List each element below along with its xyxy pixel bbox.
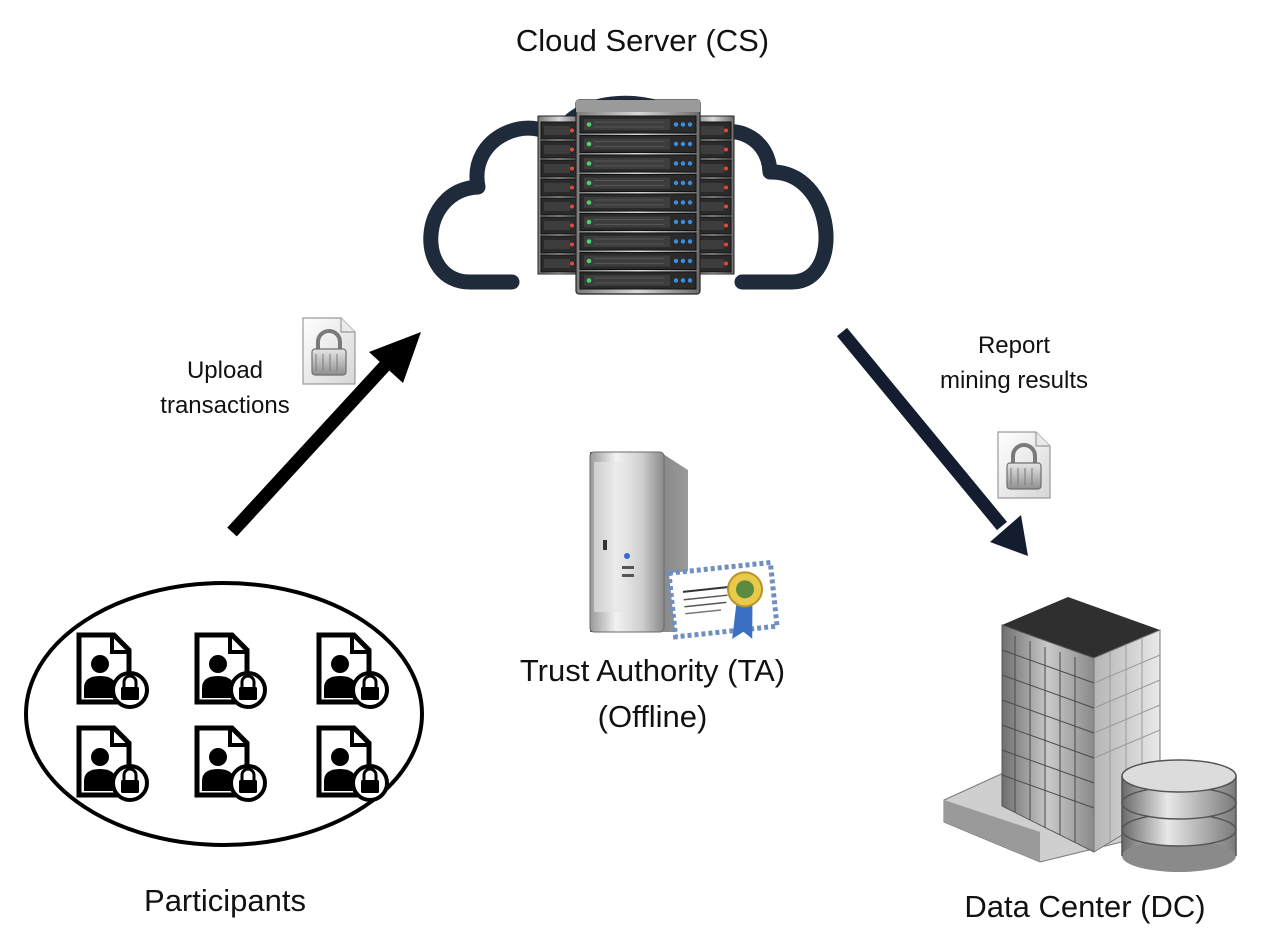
cloud-server-label: Cloud Server (CS) (515, 23, 770, 58)
report-arrow (836, 327, 1028, 556)
data-center-label: Data Center (DC) (964, 889, 1206, 924)
report-label-line1: Report (977, 332, 1051, 359)
upload-arrow (227, 332, 421, 537)
cloud-server-icon (423, 95, 834, 295)
report-label-line2: mining results (939, 367, 1089, 394)
tower-server-certificate-icon (589, 451, 780, 640)
upload-label-line2: transactions (160, 392, 290, 419)
office-building-database-icon (943, 597, 1237, 872)
trust-authority-offline-label: (Offline) (597, 699, 708, 734)
upload-locked-file-icon (301, 316, 357, 386)
report-locked-file-icon (996, 430, 1052, 500)
participants-group (24, 581, 424, 847)
participants-label: Participants (144, 883, 306, 918)
trust-authority-label: Trust Authority (TA) (519, 653, 786, 688)
upload-label-line1: Upload (186, 357, 264, 384)
